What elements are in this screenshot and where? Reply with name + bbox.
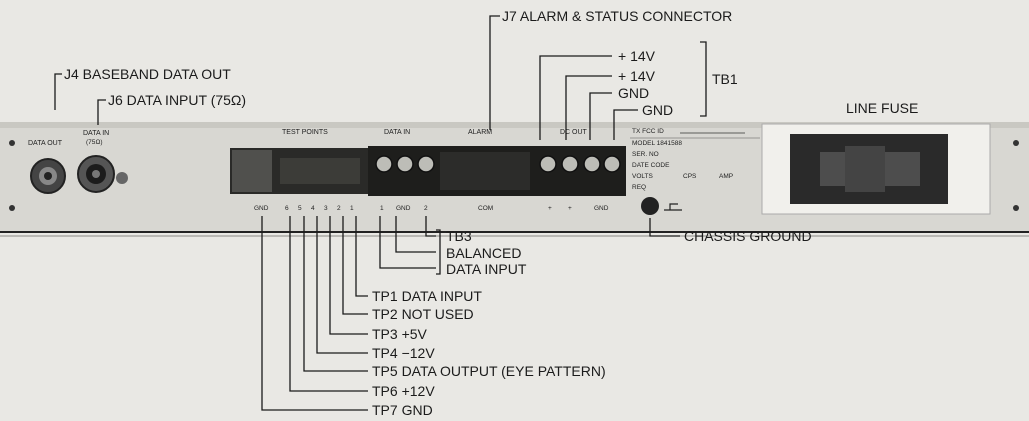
tb3-label-2: 2	[424, 205, 428, 212]
line-fuse-window	[762, 124, 990, 214]
plate-tx-fcc: TX FCC ID	[632, 128, 664, 135]
dc-label-plus-1: +	[548, 205, 552, 212]
tb3-label-gnd: GND	[396, 205, 411, 212]
plate-model: MODEL 1841588	[632, 140, 682, 147]
ground-knob-icon	[641, 197, 659, 215]
tp-label-5: 5	[298, 205, 302, 212]
callout-tb3: TB3	[446, 228, 472, 244]
plate-volts: VOLTS	[632, 173, 653, 180]
alarm-panel-label: ALARM	[468, 129, 492, 136]
callout-tp5: TP5 DATA OUTPUT (EYE PATTERN)	[372, 363, 606, 379]
callout-tp7: TP7 GND	[372, 402, 433, 418]
plate-date: DATE CODE	[632, 162, 670, 169]
tp-label-3: 3	[324, 205, 328, 212]
callout-tb1-v1: + 14V	[618, 48, 656, 64]
tp-label-1: 1	[350, 205, 354, 212]
tb3-screw-icon	[376, 156, 392, 172]
rack-screw-icon	[9, 140, 15, 146]
plate-ser: SER. NO	[632, 151, 659, 158]
callout-data-input: DATA INPUT	[446, 261, 527, 277]
tp-label-4: 4	[311, 205, 315, 212]
test-points-panel-label: TEST POINTS	[282, 129, 328, 136]
callout-balanced: BALANCED	[446, 245, 521, 261]
callout-tb1-gnd2: GND	[642, 102, 673, 118]
tp-label-gnd: GND	[254, 205, 269, 212]
callout-tb1: TB1	[712, 71, 738, 87]
callout-tp4: TP4 −12V	[372, 345, 435, 361]
callout-tp1: TP1 DATA INPUT	[372, 288, 482, 304]
rack-screw-icon	[1013, 205, 1019, 211]
rack-screw-icon	[9, 205, 15, 211]
tp-label-6: 6	[285, 205, 289, 212]
callout-tb1-gnd1: GND	[618, 85, 649, 101]
rack-screw-icon	[1013, 140, 1019, 146]
tb3-screw-icon	[418, 156, 434, 172]
plate-req: REQ	[632, 184, 646, 191]
data-in-tb-label: DATA IN	[384, 129, 410, 136]
tp-label-2: 2	[337, 205, 341, 212]
callout-line-fuse: LINE FUSE	[846, 100, 918, 116]
callout-chassis-ground: CHASSIS GROUND	[684, 228, 812, 244]
tb1-screw-icon	[540, 156, 556, 172]
tb3-label-1: 1	[380, 205, 384, 212]
data-in-panel-label: DATA IN	[83, 130, 109, 137]
tb1-screw-icon	[584, 156, 600, 172]
callout-tp2: TP2 NOT USED	[372, 306, 474, 322]
plate-amp: AMP	[719, 173, 733, 180]
dc-out-panel-label: DC OUT	[560, 129, 588, 136]
tb1-screw-icon	[562, 156, 578, 172]
callout-j4: J4 BASEBAND DATA OUT	[64, 66, 231, 82]
callout-j6: J6 DATA INPUT (75Ω)	[108, 92, 246, 108]
data-out-panel-label: DATA OUT	[28, 140, 63, 147]
plate-cps: CPS	[683, 173, 697, 180]
callout-tp3: TP3 +5V	[372, 326, 428, 342]
dc-label-plus-2: +	[568, 205, 572, 212]
callout-tb1-v2: + 14V	[618, 68, 656, 84]
callout-tp6: TP6 +12V	[372, 383, 435, 399]
dc-label-gnd: GND	[594, 205, 609, 212]
callout-j7: J7 ALARM & STATUS CONNECTOR	[502, 8, 732, 24]
data-in-impedance-label: (75Ω)	[86, 139, 103, 146]
tb3-screw-icon	[397, 156, 413, 172]
alarm-label-com: COM	[478, 205, 493, 212]
tb1-screw-icon	[604, 156, 620, 172]
